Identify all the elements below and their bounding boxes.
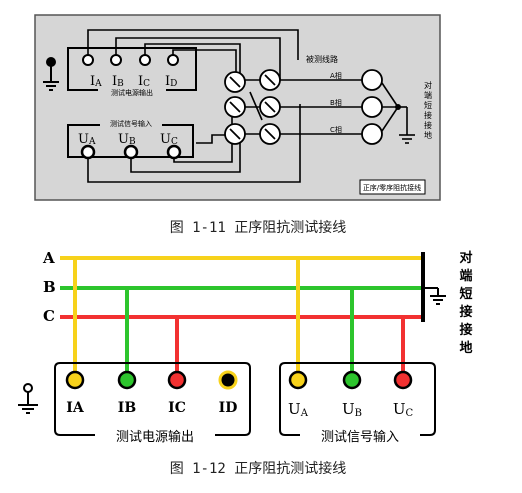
end-label-2-char: 对 [459, 250, 472, 266]
phase-label-c: C相 [330, 125, 342, 134]
end-label-2-char: 端 [459, 268, 472, 284]
bus-label-c: C [43, 307, 55, 325]
caption-1: 图 1-11 正序阻抗测试接线 [170, 219, 347, 236]
mode-label-box [359, 179, 426, 195]
source-terminals-1 [82, 54, 179, 66]
terminal-ua [80, 144, 96, 160]
source-box-2 [54, 362, 251, 436]
terminal-label-id-2: ID [219, 400, 238, 416]
terminal-label-uc-2: UC [393, 400, 414, 419]
end-label-2-char: 地 [459, 340, 472, 356]
source-title-bg [98, 86, 166, 96]
end-label-2-char: 接 [459, 304, 472, 320]
terminal-ic [139, 54, 151, 66]
junction-dot [395, 104, 401, 110]
terminal-ub [123, 144, 139, 160]
left-ground-icon [18, 383, 38, 414]
end-label-1-char: 接 [424, 120, 432, 130]
switch-terminals [224, 69, 383, 145]
figure-1: IA IB IC ID 测试电源输出 测试信号输入 UA UB UC [34, 14, 441, 201]
phase-label-a: A相 [330, 71, 342, 80]
bus-label-a: A [42, 249, 55, 267]
caption-2: 图 1-12 正序阻抗测试接线 [170, 460, 347, 477]
terminal-label-ib-2: IB [118, 400, 137, 416]
ground-icon [43, 57, 59, 91]
signal-box-2 [279, 362, 436, 436]
terminal-id-2 [218, 370, 238, 390]
signal-title-bg-2 [300, 427, 420, 443]
end-ground-icon [423, 287, 446, 305]
terminal-ic-2 [167, 370, 187, 390]
terminal-uc [166, 144, 182, 160]
signal-terminals-2 [288, 370, 413, 390]
end-label-1-char: 短 [424, 100, 432, 110]
terminal-ib-2 [117, 370, 137, 390]
signal-title-bg [100, 118, 162, 128]
source-box-title: 测试电源输出 [111, 88, 153, 97]
bus-lines [60, 256, 423, 375]
line-label: 被测线路 [306, 54, 338, 64]
terminal-ib [110, 54, 122, 66]
end-label-1-char: 接 [424, 110, 432, 120]
terminal-ua-2 [288, 370, 308, 390]
source-title-bg-2 [95, 427, 215, 443]
end-label-1-char: 端 [424, 90, 432, 100]
end-label-1-char: 地 [424, 130, 432, 140]
terminal-ia-2 [65, 370, 85, 390]
signal-terminals-1 [80, 144, 182, 160]
terminal-label-ub-2: UB [342, 400, 362, 419]
terminal-ub-2 [342, 370, 362, 390]
bus-label-b: B [43, 278, 56, 296]
terminal-label-ic-2: IC [168, 400, 186, 416]
terminal-id [167, 54, 179, 66]
terminal-uc-2 [393, 370, 413, 390]
figure-1-wires [87, 29, 415, 183]
mode-label: 正序/零序阻抗接线 [363, 183, 421, 192]
signal-box-title: 测试信号输入 [110, 119, 152, 128]
terminal-label-ua-2: UA [288, 400, 309, 419]
phase-label-b: B相 [330, 98, 342, 107]
source-terminals-2 [65, 370, 238, 390]
terminal-label-ia-2: IA [66, 400, 85, 416]
end-label-1-char: 对 [424, 80, 432, 90]
signal-box-2-title: 测试信号输入 [321, 429, 399, 445]
end-label-2-char: 短 [459, 286, 472, 302]
terminal-ia [82, 54, 94, 66]
end-label-2-char: 接 [459, 322, 472, 338]
source-box-2-title: 测试电源输出 [116, 429, 194, 445]
